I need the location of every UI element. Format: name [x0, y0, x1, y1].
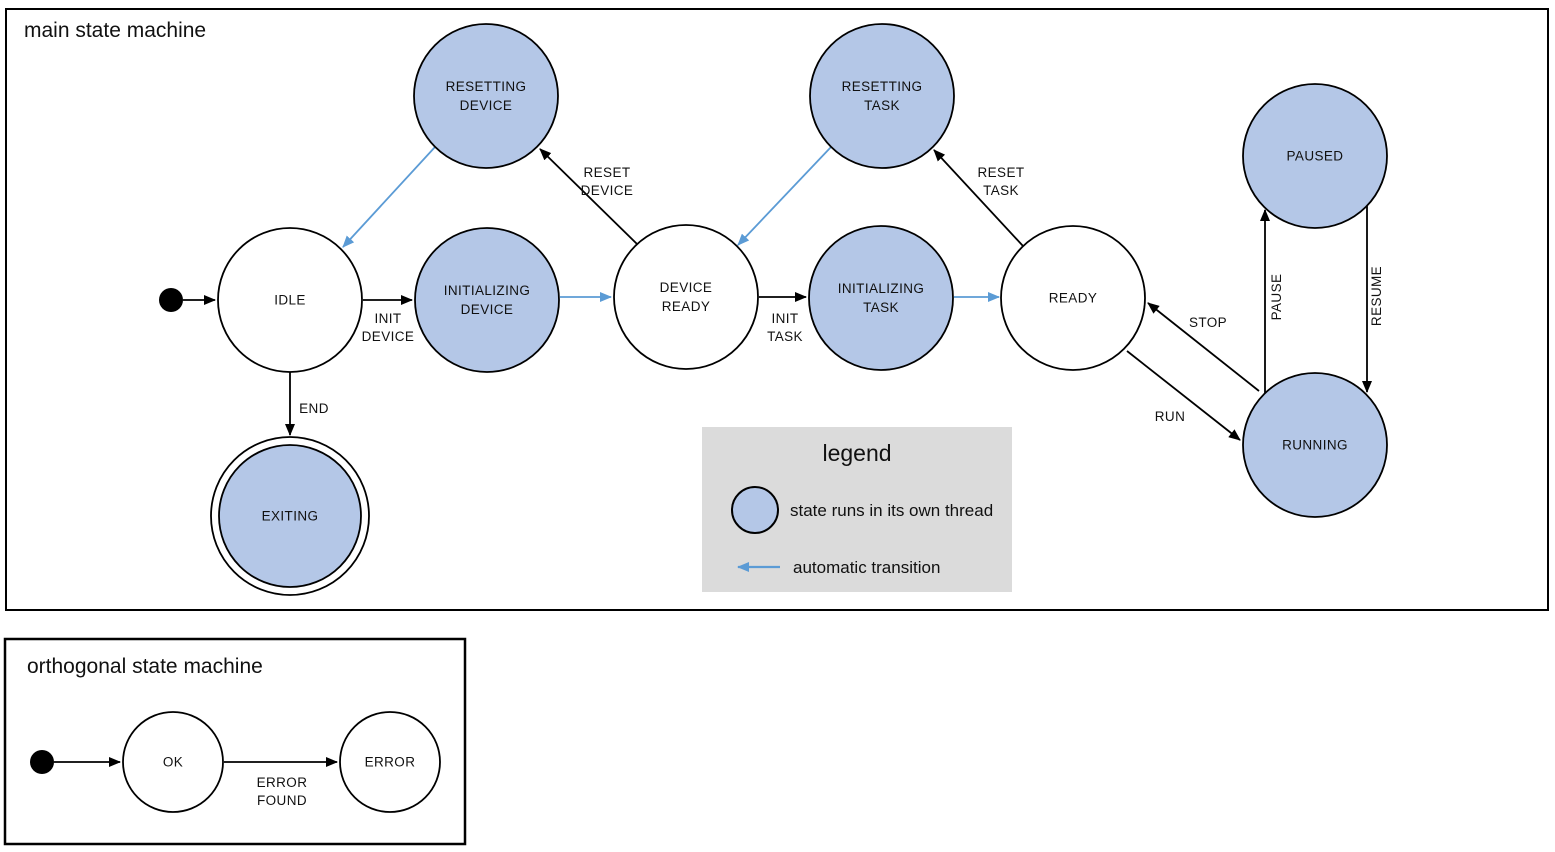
state-ok-label: OK: [163, 755, 183, 770]
state-resetting-task-label: RESETTING: [842, 79, 923, 94]
state-ready-circle: [1000, 225, 1146, 371]
transition-running-to-paused-label: PAUSE: [1269, 274, 1284, 321]
state-exiting-label: EXITING: [262, 509, 319, 524]
main-state-machine-title: main state machine: [24, 19, 206, 42]
state-ready: READY: [1000, 225, 1146, 371]
state-initializing-task: INITIALIZING TASK: [808, 225, 954, 371]
state-initializing-task-label: TASK: [863, 300, 899, 315]
state-paused: PAUSED: [1242, 83, 1388, 229]
transition-ready-to-resetting-task-arrow: [933, 149, 1024, 247]
state-resetting-device-label: RESETTING: [446, 79, 527, 94]
legend: legend state runs in its own thread automa…: [702, 427, 1012, 592]
state-running: RUNNING: [1242, 372, 1388, 518]
state-resetting-task-label: TASK: [864, 98, 900, 113]
state-initializing-device-label: DEVICE: [461, 302, 514, 317]
state-paused-label: PAUSED: [1287, 149, 1344, 164]
transition-device-ready-to-initializing-task-label: INIT: [771, 311, 798, 326]
state-running-circle: [1242, 372, 1388, 518]
state-ok-circle: [122, 711, 224, 813]
transition-running-to-ready-arrow: [1147, 302, 1260, 392]
legend-thread-state-icon: [731, 486, 779, 534]
state-exiting: EXITING: [210, 436, 370, 596]
state-resetting-device-label: DEVICE: [460, 98, 513, 113]
transition-device-ready-to-resetting-device-arrow: [539, 148, 638, 245]
state-initializing-task-label: INITIALIZING: [838, 281, 925, 296]
state-idle-circle: [217, 227, 363, 373]
state-resetting-task-circle: [809, 23, 955, 169]
transition-resetting-device-to-idle-auto-arrow: [342, 146, 436, 248]
state-initializing-device-circle: [414, 227, 560, 373]
state-resetting-device-circle: [413, 23, 559, 169]
transition-ready-to-resetting-task-label: TASK: [983, 183, 1019, 198]
state-running-label: RUNNING: [1282, 438, 1348, 453]
main-state-machine-initial-state-dot: [159, 288, 183, 312]
transition-paused-to-running-label: RESUME: [1369, 266, 1384, 326]
orthogonal-state-machine-frame: [3, 637, 467, 846]
orthogonal-state-machine-title: orthogonal state machine: [27, 655, 263, 678]
state-device-ready: DEVICE READY: [613, 224, 759, 370]
state-error-circle: [339, 711, 441, 813]
transition-idle-to-exiting-label: END: [299, 401, 329, 416]
state-initializing-task-circle: [808, 225, 954, 371]
state-exiting-circle: [218, 444, 362, 588]
transition-ready-to-running-label: RUN: [1155, 409, 1185, 424]
state-device-ready-circle: [613, 224, 759, 370]
state-resetting-device: RESETTING DEVICE: [413, 23, 559, 169]
transition-ready-to-running-arrow: [1126, 350, 1241, 441]
legend-thread-state-label: state runs in its own thread: [790, 501, 993, 520]
state-idle: IDLE: [217, 227, 363, 373]
state-device-ready-label: READY: [662, 299, 711, 314]
transition-ok-to-error-label: ERROR: [257, 775, 308, 790]
legend-title: legend: [822, 440, 891, 466]
transition-device-ready-to-resetting-device-label: RESET: [583, 165, 630, 180]
orthogonal-state-machine-initial-state-dot: [30, 750, 54, 774]
state-device-ready-label: DEVICE: [660, 280, 713, 295]
legend-auto-transition-label: automatic transition: [793, 558, 940, 577]
transition-idle-to-initializing-device-label: INIT: [374, 311, 401, 326]
state-idle-label: IDLE: [274, 293, 306, 308]
state-error: ERROR: [339, 711, 441, 813]
state-initializing-device: INITIALIZING DEVICE: [414, 227, 560, 373]
state-ok: OK: [122, 711, 224, 813]
state-initializing-device-label: INITIALIZING: [444, 283, 531, 298]
state-resetting-task: RESETTING TASK: [809, 23, 955, 169]
transition-ready-to-resetting-task-label: RESET: [977, 165, 1024, 180]
state-ready-label: READY: [1049, 291, 1098, 306]
main-state-machine-frame: [5, 8, 1549, 611]
state-error-label: ERROR: [365, 755, 416, 770]
transition-device-ready-to-initializing-task-label: TASK: [767, 329, 803, 344]
transition-idle-to-initializing-device-label: DEVICE: [362, 329, 415, 344]
transition-ok-to-error-label: FOUND: [257, 793, 307, 808]
transition-running-to-ready-label: STOP: [1189, 315, 1227, 330]
transition-resetting-task-to-device-ready-auto-arrow: [737, 146, 832, 246]
transition-device-ready-to-resetting-device-label: DEVICE: [581, 183, 634, 198]
state-paused-circle: [1242, 83, 1388, 229]
